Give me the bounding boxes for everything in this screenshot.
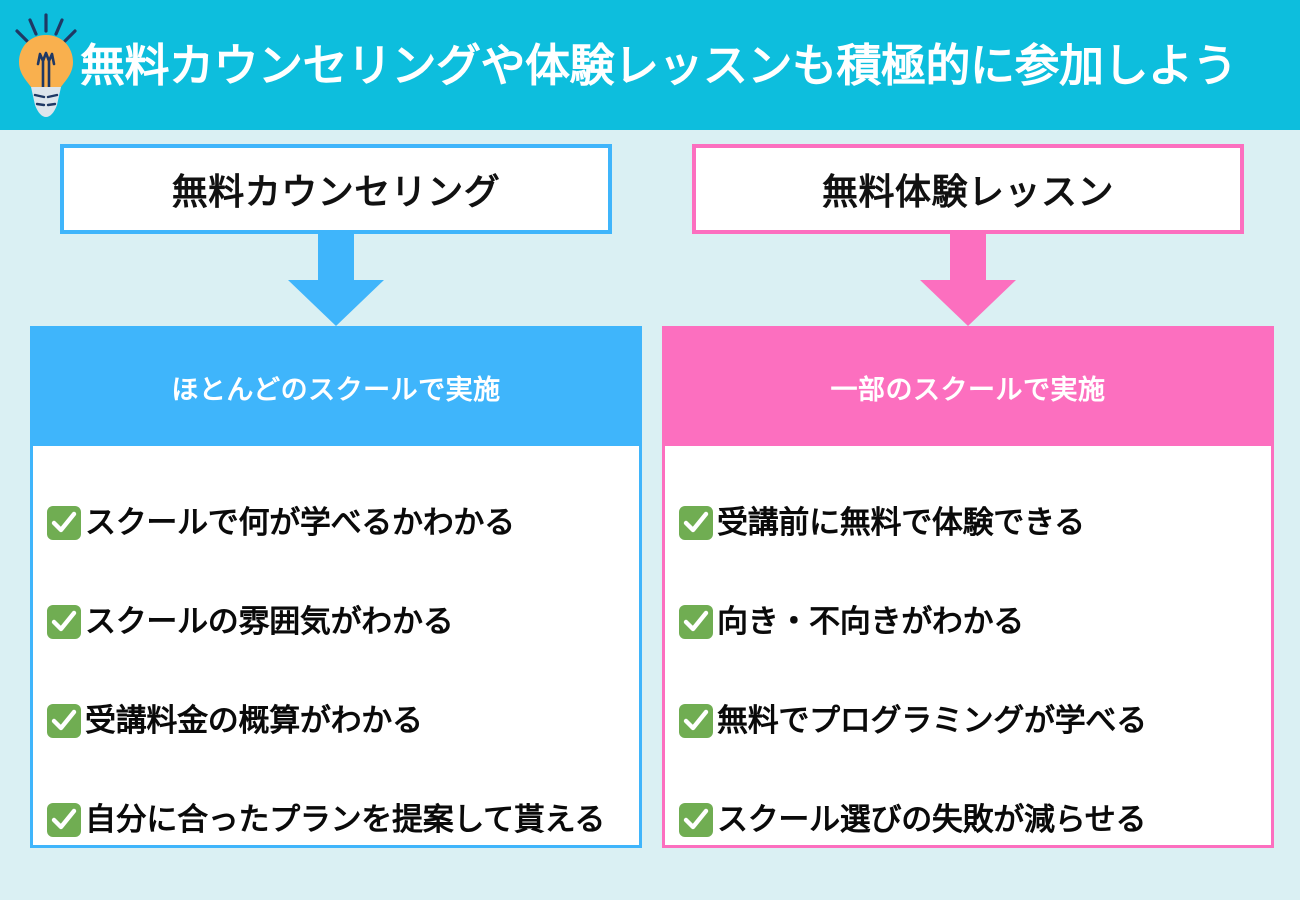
list-item-label: 自分に合ったプランを提案して貰える — [85, 802, 606, 837]
list-item: スクールで何が学べるかわかる — [47, 473, 639, 572]
header-bar: 無料カウンセリングや体験レッスンも積極的に参加しよう — [0, 0, 1300, 130]
list-item-label: 受講料金の概算がわかる — [85, 703, 423, 738]
panel-body: 受講前に無料で体験できる 向き・不向きがわかる 無料でプログラミングが学べる ス… — [665, 446, 1271, 869]
top-box-label: 無料体験レッスン — [821, 171, 1114, 212]
list-item: スクールの雰囲気がわかる — [47, 572, 639, 671]
list-item: 自分に合ったプランを提案して貰える — [47, 770, 639, 869]
page-title: 無料カウンセリングや体験レッスンも積極的に参加しよう — [80, 39, 1238, 91]
check-square-icon — [47, 604, 81, 639]
top-box-free-counseling: 無料カウンセリング — [60, 144, 612, 234]
panel-body: スクールで何が学べるかわかる スクールの雰囲気がわかる 受講料金の概算がわかる … — [33, 446, 639, 869]
panel-free-counseling: ほとんどのスクールで実施 スクールで何が学べるかわかる スクールの雰囲気がわかる… — [30, 326, 642, 848]
lightbulb-icon — [10, 9, 82, 125]
check-square-icon — [679, 604, 713, 639]
list-item-label: スクールの雰囲気がわかる — [85, 604, 454, 639]
list-item: 無料でプログラミングが学べる — [679, 671, 1271, 770]
arrow-down-icon-left — [288, 234, 384, 326]
check-square-icon — [679, 802, 713, 837]
list-item-label: スクールで何が学べるかわかる — [85, 505, 515, 540]
list-item-label: スクール選びの失敗が減らせる — [717, 802, 1147, 837]
list-item-label: 無料でプログラミングが学べる — [717, 703, 1147, 738]
arrow-down-icon-right — [920, 234, 1016, 326]
check-square-icon — [679, 505, 713, 540]
panel-header-label: 一部のスクールで実施 — [830, 375, 1106, 405]
list-item: 向き・不向きがわかる — [679, 572, 1271, 671]
top-box-label: 無料カウンセリング — [171, 171, 501, 212]
list-item: 受講料金の概算がわかる — [47, 671, 639, 770]
list-item: スクール選びの失敗が減らせる — [679, 770, 1271, 869]
top-box-free-trial-lesson: 無料体験レッスン — [692, 144, 1244, 234]
panel-header: 一部のスクールで実施 — [665, 329, 1271, 446]
list-item: 受講前に無料で体験できる — [679, 473, 1271, 572]
list-item-label: 向き・不向きがわかる — [717, 604, 1024, 639]
panel-free-trial-lesson: 一部のスクールで実施 受講前に無料で体験できる 向き・不向きがわかる 無料でプロ… — [662, 326, 1274, 848]
panel-header: ほとんどのスクールで実施 — [33, 329, 639, 446]
check-square-icon — [47, 703, 81, 738]
check-square-icon — [47, 505, 81, 540]
panel-header-label: ほとんどのスクールで実施 — [171, 375, 501, 405]
check-square-icon — [47, 802, 81, 837]
check-square-icon — [679, 703, 713, 738]
list-item-label: 受講前に無料で体験できる — [717, 505, 1085, 540]
